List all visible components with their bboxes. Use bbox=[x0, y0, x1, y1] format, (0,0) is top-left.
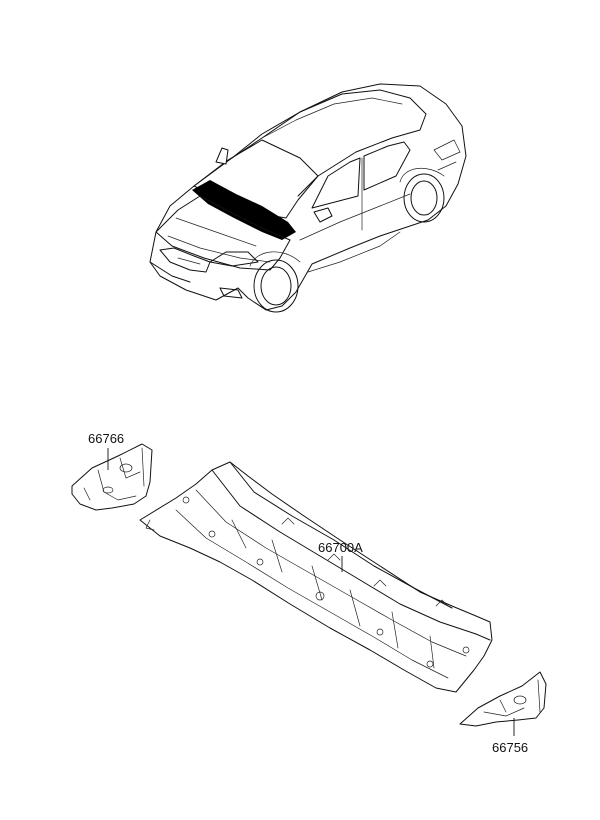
cowl-highlight bbox=[192, 180, 296, 240]
cowl-panel-part bbox=[139, 461, 493, 693]
left-bracket-part bbox=[71, 443, 153, 511]
part-number-66700a: 66700A bbox=[318, 540, 363, 555]
right-bracket-part bbox=[459, 671, 547, 727]
car-illustration bbox=[149, 83, 467, 313]
part-number-66766: 66766 bbox=[88, 431, 124, 446]
part-number-66756: 66756 bbox=[492, 740, 528, 755]
